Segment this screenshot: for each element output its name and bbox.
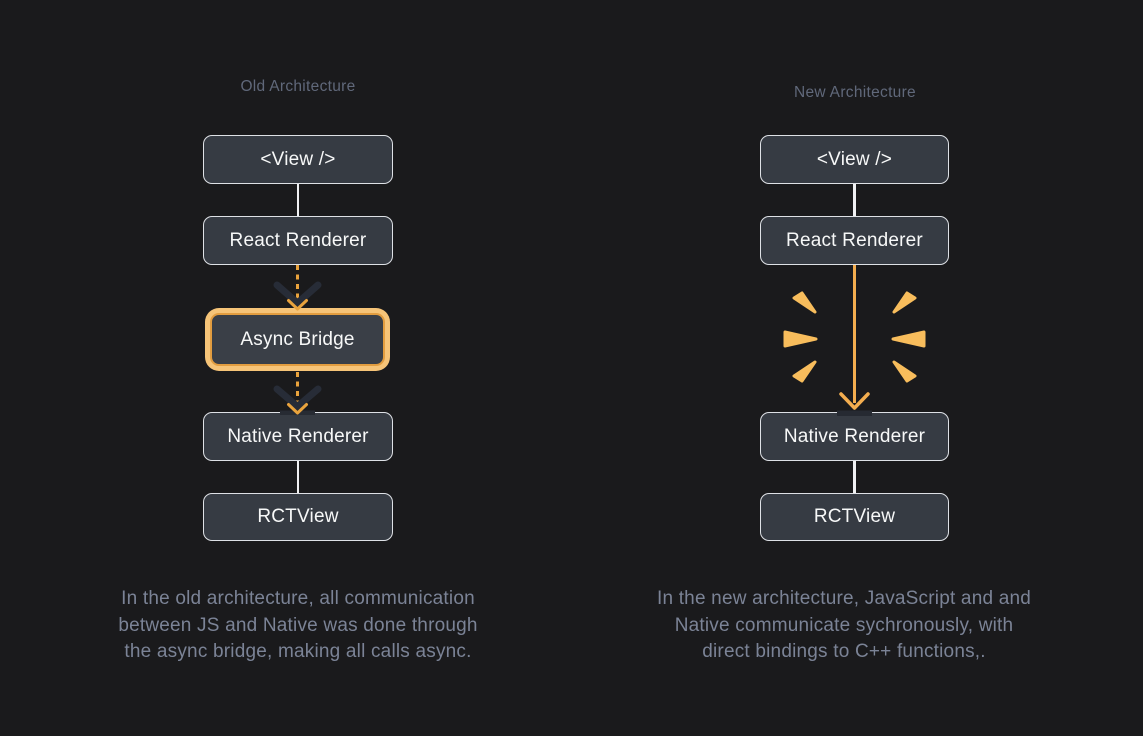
node-async-bridge: Async Bridge xyxy=(210,313,385,366)
new-architecture-caption: In the new architecture, JavaScript and … xyxy=(628,586,1060,666)
spark-icon xyxy=(892,360,917,383)
caption-line: the async bridge, making all calls async… xyxy=(124,641,472,662)
arrowhead-icon xyxy=(287,403,308,415)
dark-chevron-icon xyxy=(273,281,322,307)
caption-line: direct bindings to C++ functions,. xyxy=(702,641,986,662)
node-old-native-renderer: Native Renderer xyxy=(203,412,393,461)
dashed-arrow-icon xyxy=(273,372,322,415)
spark-icon xyxy=(783,330,818,348)
new-architecture-title: New Architecture xyxy=(794,84,916,101)
spark-icon xyxy=(891,330,926,348)
arrowhead-icon xyxy=(839,392,870,410)
node-new-react-renderer: React Renderer xyxy=(760,216,949,265)
connector-line xyxy=(296,184,299,216)
node-new-native-renderer: Native Renderer xyxy=(760,412,949,461)
caption-line: Native communicate sychronously, with xyxy=(674,614,1014,636)
border-notch xyxy=(837,410,872,416)
connector-line xyxy=(853,184,856,216)
node-old-react-renderer: React Renderer xyxy=(203,216,393,265)
caption-line: In the new architecture, JavaScript and … xyxy=(656,588,1032,609)
old-architecture-title: Old Architecture xyxy=(240,78,356,95)
spark-icon xyxy=(792,291,817,314)
old-architecture-caption: In the old architecture, all communicati… xyxy=(83,586,513,666)
dark-chevron-icon xyxy=(273,385,322,410)
caption-line: between JS and Native was done through xyxy=(118,614,478,636)
spark-icon xyxy=(792,360,817,383)
connector-line xyxy=(296,461,299,493)
node-new-rctview: RCTView xyxy=(760,493,949,541)
node-old-rctview: RCTView xyxy=(203,493,393,541)
node-new-view: <View /> xyxy=(760,135,949,184)
spark-icon xyxy=(892,291,917,314)
solid-arrow-with-sparks-icon xyxy=(783,265,926,416)
caption-line: In the old architecture, all communicati… xyxy=(121,588,475,609)
dashed-arrow-icon xyxy=(273,265,322,311)
arrowhead-icon xyxy=(287,299,308,311)
node-old-view: <View /> xyxy=(203,135,393,184)
connector-line xyxy=(853,461,856,493)
